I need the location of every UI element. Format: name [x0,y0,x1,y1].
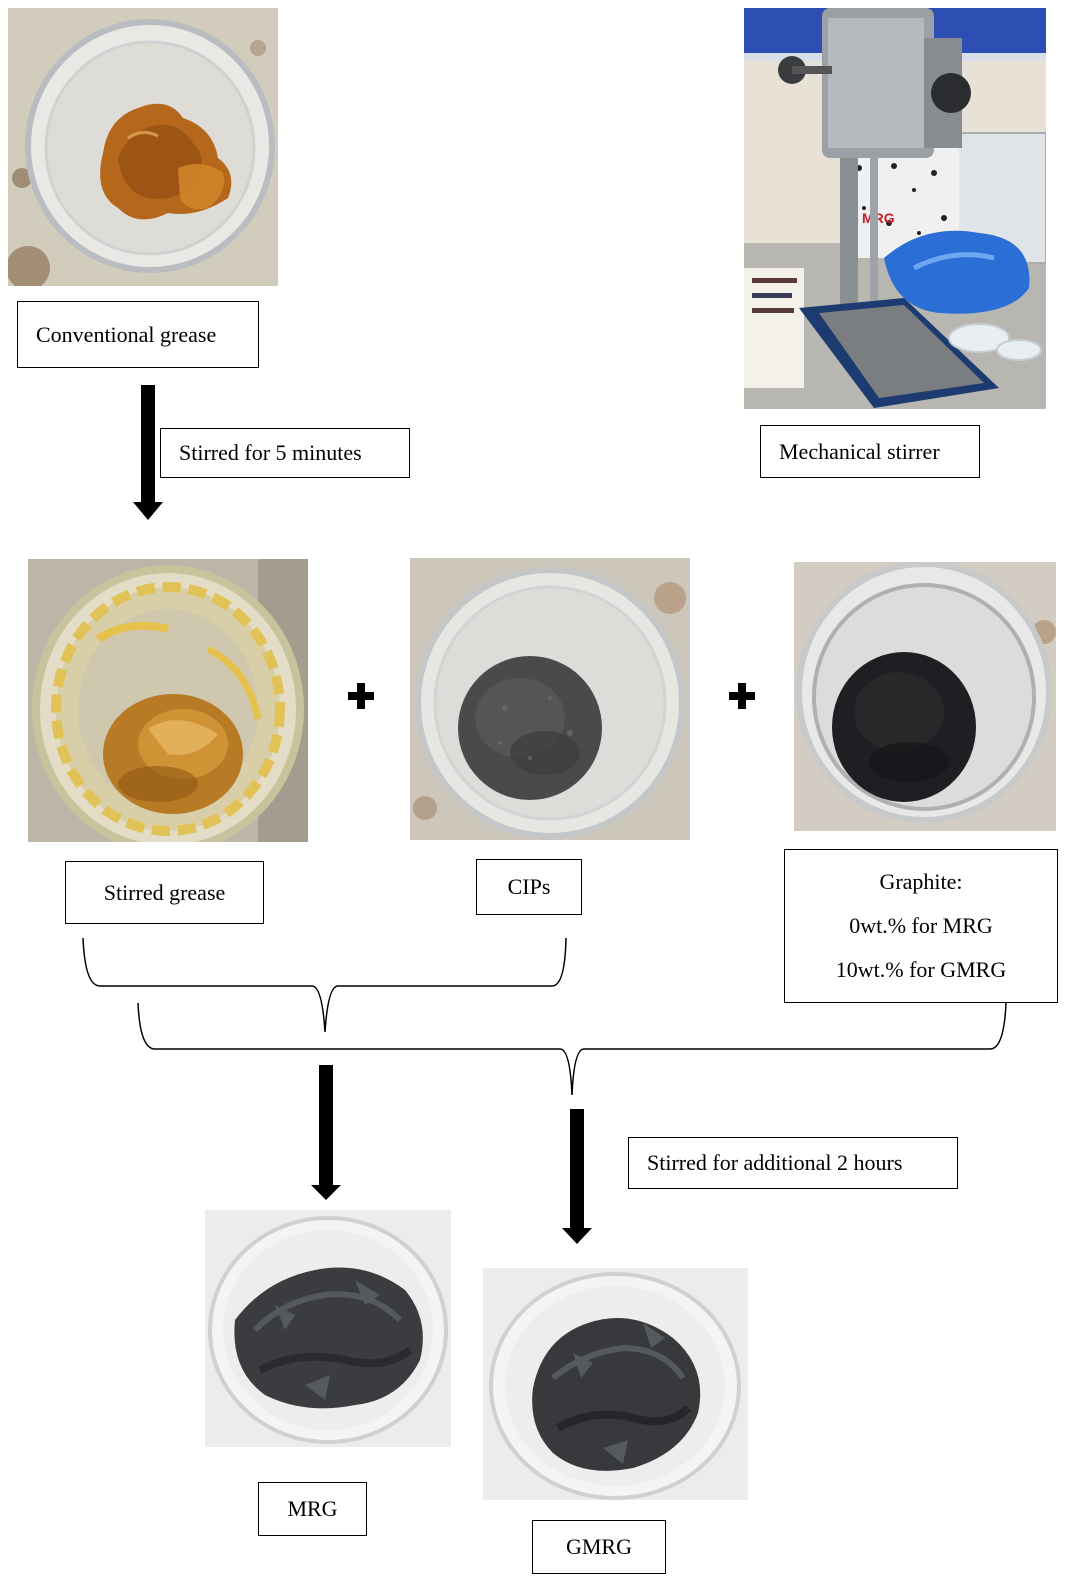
label-graphite-mrg: 0wt.% for MRG [849,913,993,938]
photo-mechanical-stirrer: MRG [744,8,1046,409]
label-mechanical-stirrer: Mechanical stirrer [760,425,980,478]
label-stirred-2-hours: Stirred for additional 2 hours [628,1137,958,1189]
label-graphite-title: Graphite: [879,869,963,894]
label-gmrg-text: GMRG [565,1534,632,1559]
label-stirred-grease-text: Stirred grease [103,879,226,905]
label-mrg-text: MRG [287,1496,338,1521]
photo-conventional-grease [8,8,278,286]
label-mrg: MRG [258,1482,367,1536]
arrow-down-gmrg [562,1109,592,1244]
label-cips-text: CIPs [507,874,551,899]
label-conventional-grease: Conventional grease [17,301,259,368]
photo-graphite-powder [794,562,1056,831]
label-conventional-grease-text: Conventional grease [36,321,217,347]
label-stirred-grease: Stirred grease [65,861,264,924]
brace-grease-cips [82,937,567,1033]
photo-mrg [205,1210,451,1447]
label-stirred-5-minutes: Stirred for 5 minutes [160,428,410,478]
arrow-down-1 [133,385,163,520]
photo-cips-powder [410,558,690,840]
label-stirred-5-minutes-text: Stirred for 5 minutes [179,440,362,465]
label-mechanical-stirrer-text: Mechanical stirrer [779,438,940,464]
label-graphite: Graphite: 0wt.% for MRG 10wt.% for GMRG [784,849,1058,1003]
label-gmrg: GMRG [532,1520,666,1574]
plus-icon [729,683,755,709]
label-graphite-gmrg: 10wt.% for GMRG [835,957,1007,982]
arrow-down-mrg [311,1065,341,1200]
label-stirred-2-hours-text: Stirred for additional 2 hours [647,1150,903,1175]
plus-icon [348,683,374,709]
photo-stirred-grease [28,559,308,842]
label-cips: CIPs [476,859,582,915]
photo-gmrg [483,1268,748,1500]
brace-all-components [137,1002,1007,1096]
